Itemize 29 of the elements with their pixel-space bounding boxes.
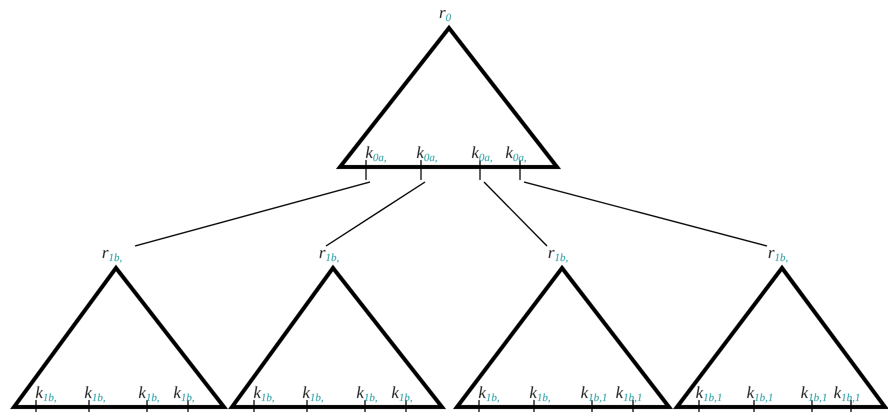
tree-link: [134, 181, 370, 247]
key-label: k$_{1b,}$: [138, 384, 160, 401]
key-label: k$_{1b,}$: [356, 384, 378, 401]
key-label: k$_{1b,1}$: [616, 384, 642, 401]
key-label: k$_{0a,}$: [471, 144, 493, 161]
key-label: k$_{1b,}$: [253, 384, 275, 401]
key-label: k$_{0a,}$: [365, 144, 387, 161]
key-label: k$_{1b,}$: [84, 384, 106, 401]
key-label: k$_{1b,}$: [478, 384, 500, 401]
root-label: r$_{0}$: [438, 4, 452, 21]
key-label: k$_{1b,1}$: [580, 384, 608, 401]
root-label: r$_{1b,}$: [768, 244, 788, 261]
key-label: k$_{0a,}$: [505, 144, 527, 161]
key-label: k$_{1b,}$: [173, 384, 195, 401]
tree-link: [524, 181, 768, 247]
key-label: k$_{0a,}$: [416, 144, 438, 161]
key-label: k$_{1b,1}$: [746, 384, 774, 401]
root-label: r$_{1b,}$: [102, 244, 122, 261]
key-label: k$_{1b,1}$: [800, 384, 828, 401]
key-label: k$_{1b,}$: [391, 384, 413, 401]
root-label: r$_{1b,}$: [548, 244, 568, 261]
key-label: k$_{1b,}$: [35, 384, 57, 401]
tree-link: [484, 182, 548, 246]
key-label: k$_{1b,1}$: [834, 384, 860, 401]
key-label: k$_{1b,}$: [529, 384, 551, 401]
key-label: k$_{1b,}$: [302, 384, 324, 401]
tree-link: [326, 181, 426, 247]
root-label: r$_{1b,}$: [318, 244, 340, 261]
key-label: k$_{1b,1}$: [696, 384, 722, 401]
